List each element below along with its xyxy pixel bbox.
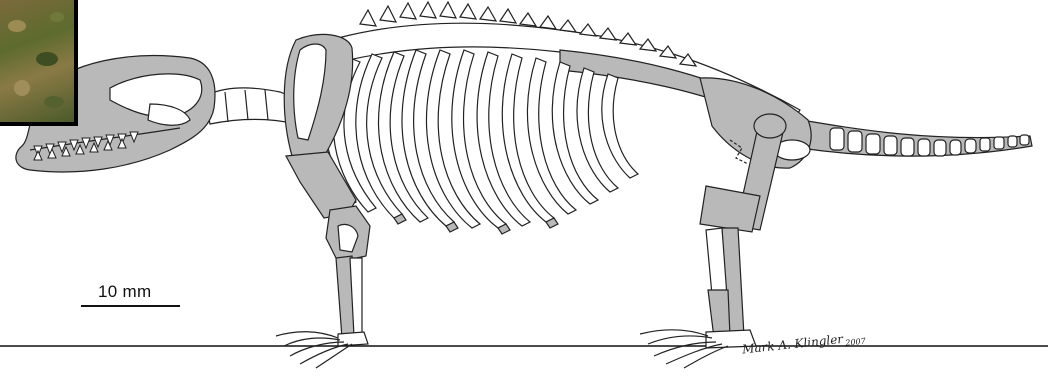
front-limb: [276, 34, 370, 368]
inset-photo: [0, 0, 78, 126]
scale-bar-label: 10 mm: [98, 282, 151, 302]
scale-bar: [81, 305, 180, 307]
hind-limb: [640, 78, 811, 368]
tail-vertebrae: [790, 118, 1032, 156]
ribcage: [314, 50, 638, 234]
